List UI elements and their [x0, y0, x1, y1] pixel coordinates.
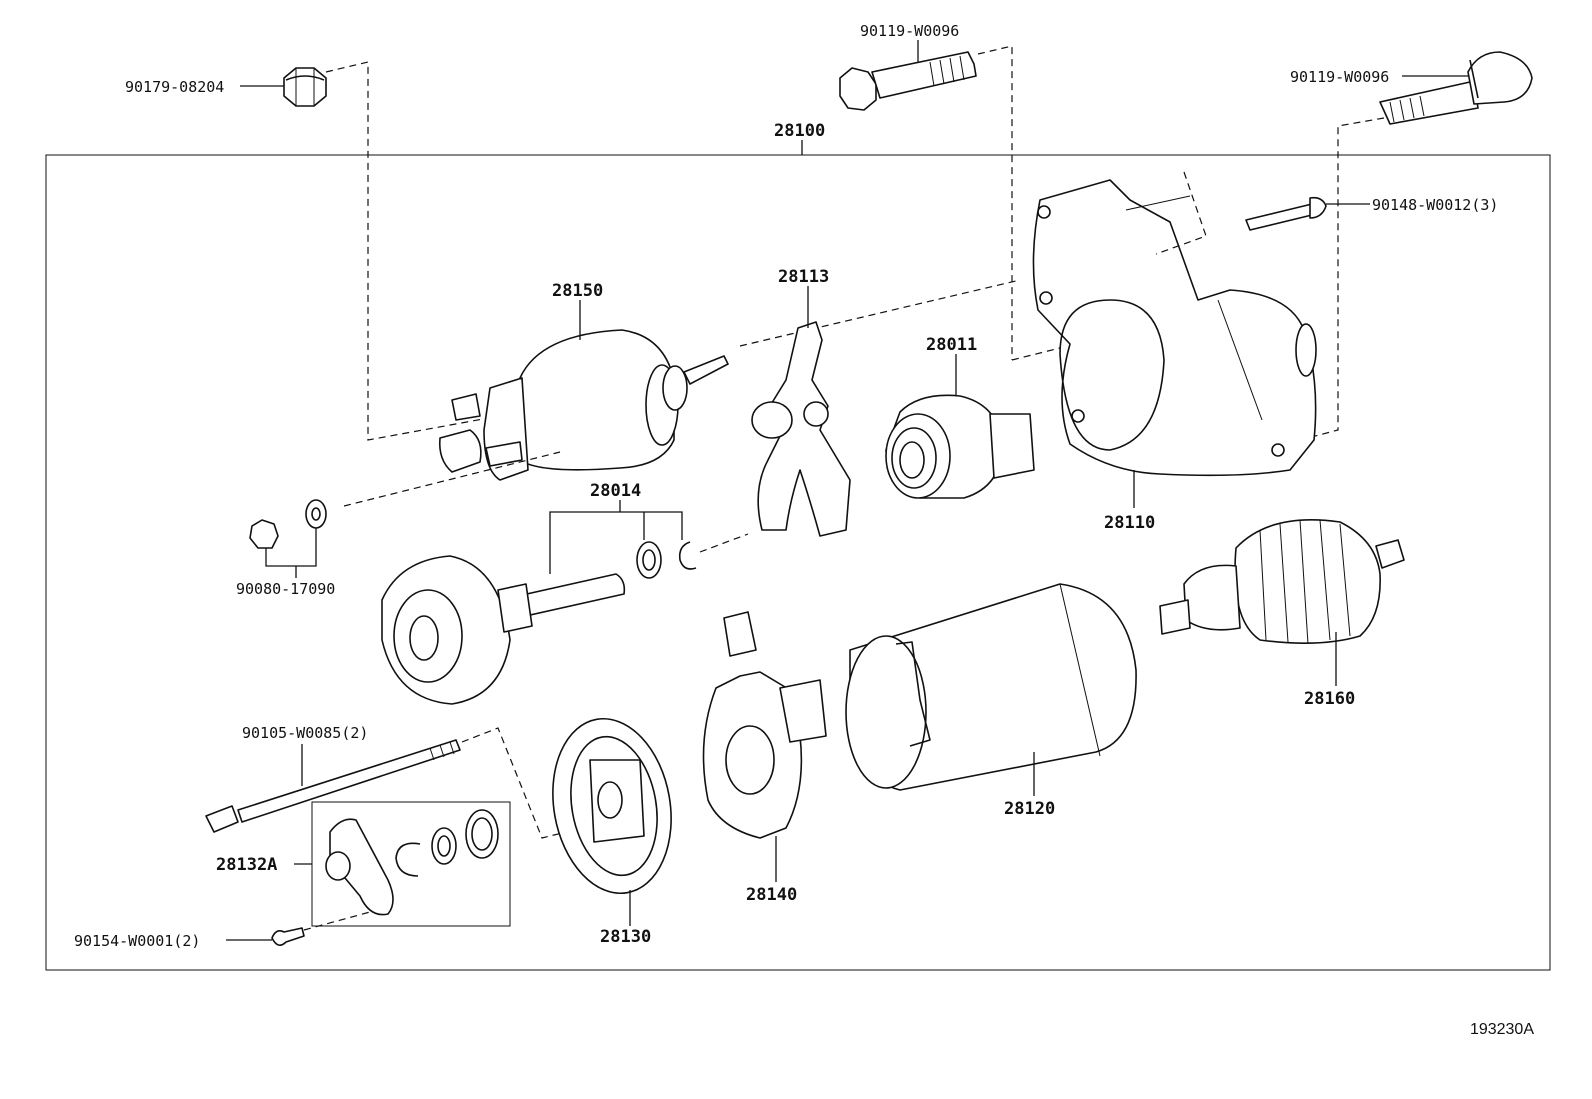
- assembly-frame: [45, 154, 1551, 971]
- dashed-90080: [343, 451, 561, 507]
- label-28132a: 28132A: [216, 855, 277, 875]
- brush-holder-28140[interactable]: [702, 611, 827, 839]
- label-28011: 28011: [926, 335, 977, 355]
- label-28014: 28014: [590, 481, 641, 501]
- label-28160: 28160: [1304, 689, 1355, 709]
- label-28140: 28140: [746, 885, 797, 905]
- armature-28160[interactable]: [1159, 519, 1405, 645]
- dashed-28150-axis: [739, 279, 1021, 347]
- label-28130: 28130: [600, 927, 651, 947]
- label-28113: 28113: [778, 267, 829, 287]
- dashed-90119b: [1299, 117, 1385, 441]
- housing-28110[interactable]: [1032, 179, 1317, 477]
- label-28120: 28120: [1004, 799, 1055, 819]
- screw-90154[interactable]: [271, 927, 305, 946]
- screw-90148[interactable]: [1245, 196, 1327, 231]
- bolt-90119-b[interactable]: [1379, 51, 1533, 125]
- label-28100: 28100: [774, 121, 825, 141]
- dashed-90105: [461, 727, 575, 839]
- end-frame-28130[interactable]: [540, 709, 685, 902]
- through-bolt-90105[interactable]: [205, 739, 461, 833]
- dashed-90179: [325, 61, 561, 441]
- dashed-90154: [303, 911, 371, 931]
- nut-washer-90080[interactable]: [249, 499, 327, 549]
- leader-90080: [265, 528, 317, 567]
- dashed-90119a: [977, 45, 1013, 360]
- clutch-28011[interactable]: [885, 394, 1035, 499]
- bolt-90119-a[interactable]: [839, 51, 977, 111]
- label-90119-w0096-right: 90119-W0096: [1290, 68, 1389, 86]
- label-90154-w0001: 90154-W0001(2): [74, 932, 200, 950]
- figure-id: 193230A: [1469, 1021, 1534, 1038]
- label-90148-w0012: 90148-W0012(3): [1372, 196, 1498, 214]
- label-90179-08204: 90179-08204: [125, 78, 224, 96]
- yoke-28120[interactable]: [845, 583, 1137, 791]
- label-90080-17090: 90080-17090: [236, 580, 335, 598]
- nut-90179[interactable]: [283, 67, 327, 107]
- label-90119-w0096-top: 90119-W0096: [860, 22, 959, 40]
- label-90105-w0085: 90105-W0085(2): [242, 724, 368, 742]
- drive-lever-28113[interactable]: [751, 321, 851, 537]
- dashed-28014: [699, 533, 749, 553]
- label-28150: 28150: [552, 281, 603, 301]
- solenoid-28150[interactable]: [438, 329, 729, 481]
- shaft-assy-28014[interactable]: [381, 541, 697, 705]
- leader-28014: [549, 511, 683, 574]
- bearing-kit-28132A[interactable]: [325, 809, 499, 916]
- label-28110: 28110: [1104, 513, 1155, 533]
- dashed-28110-a: [1011, 347, 1061, 361]
